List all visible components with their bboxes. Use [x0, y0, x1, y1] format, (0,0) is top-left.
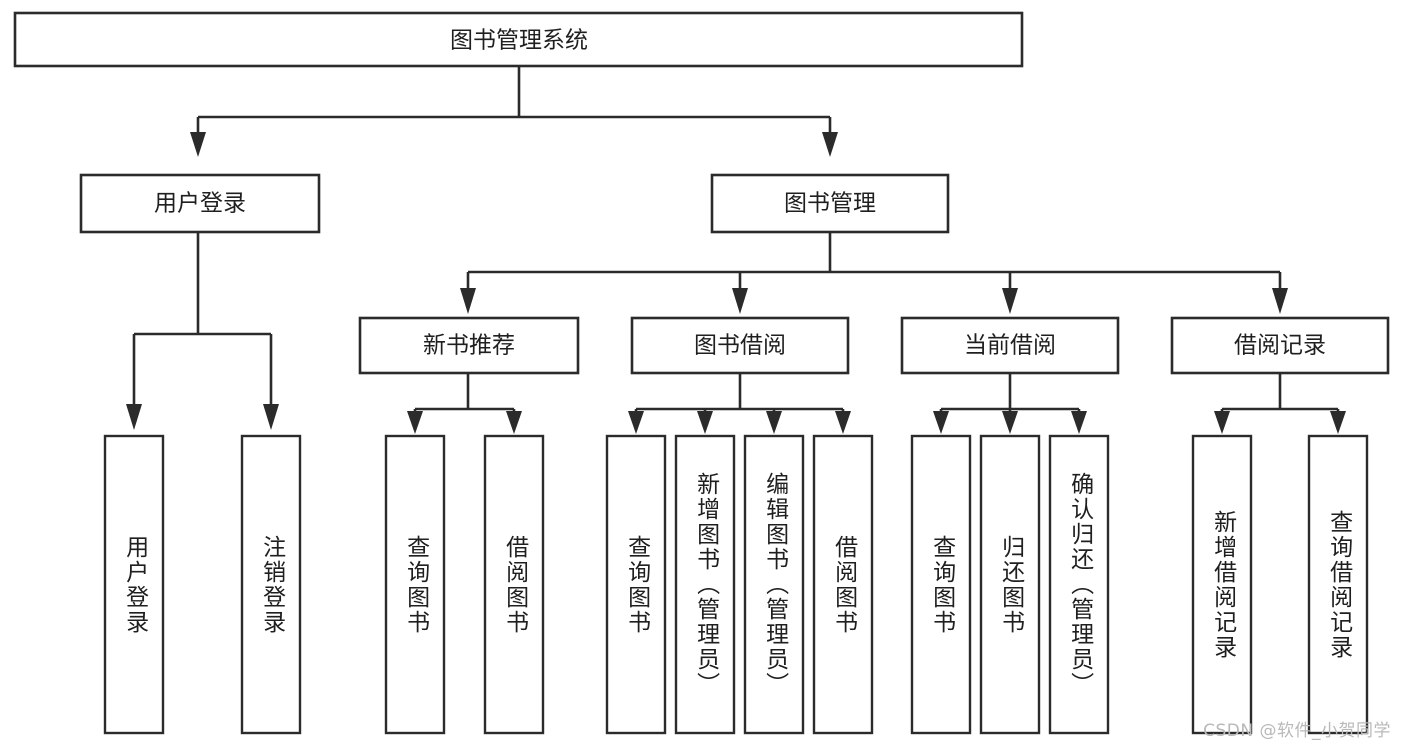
node-box-leaf-query-record[interactable]: [1307, 434, 1369, 735]
node-box-leaf-borrow-book-1[interactable]: [483, 434, 545, 735]
arrow-icon-leaf-add-record: [1214, 411, 1230, 434]
node-box-leaf-add-book[interactable]: [674, 434, 736, 735]
node-box-leaf-borrow-book-2[interactable]: [812, 434, 874, 735]
connector-group-root: [190, 66, 838, 157]
node-box-borrow-record[interactable]: [1170, 316, 1390, 375]
node-box-leaf-logout[interactable]: [240, 434, 302, 735]
node-label-user-login: 用户登录: [154, 191, 246, 217]
node-box-new-book-recommend[interactable]: [358, 316, 580, 375]
arrow-icon-leaf-logout: [263, 404, 279, 430]
arrow-icon-leaf-query-book-1: [407, 411, 423, 434]
node-box-user-login[interactable]: [79, 173, 321, 234]
node-box-leaf-query-book-1[interactable]: [384, 434, 446, 735]
node-label-book-management: 图书管理: [784, 191, 876, 217]
arrow-icon-leaf-query-book-3: [933, 411, 949, 434]
arrow-icon-book-management: [822, 132, 838, 157]
node-box-leaf-user-login[interactable]: [103, 434, 165, 735]
arrow-icon-leaf-borrow-book-1: [506, 411, 522, 434]
node-box-leaf-add-record[interactable]: [1191, 434, 1253, 735]
arrow-icon-current-borrow: [1002, 288, 1018, 314]
arrow-icon-leaf-confirm-return: [1071, 411, 1087, 434]
connector-group-book-management: [460, 232, 1288, 314]
arrow-icon-leaf-user-login: [126, 404, 142, 430]
arrow-icon-user-login: [190, 132, 206, 157]
arrow-icon-new-book-recommend: [460, 288, 476, 314]
arrow-icon-leaf-query-book-2: [628, 411, 644, 434]
arrow-icon-leaf-edit-book: [766, 411, 782, 434]
arrow-icon-leaf-borrow-book-2: [835, 411, 851, 434]
connector-group-current-borrow: [933, 373, 1087, 434]
connector-group-user-login: [126, 232, 279, 430]
connector-group-borrow-record: [1214, 373, 1346, 434]
arrow-icon-leaf-return-book: [1002, 411, 1018, 434]
arrow-icon-borrow-record: [1272, 288, 1288, 314]
node-box-leaf-edit-book[interactable]: [743, 434, 805, 735]
connector-group-new-book-recommend: [407, 373, 522, 434]
connector-group-book-borrow: [628, 373, 851, 434]
node-label-current-borrow: 当前借阅: [964, 333, 1056, 359]
node-box-leaf-return-book[interactable]: [979, 434, 1041, 735]
node-box-book-management[interactable]: [710, 173, 950, 234]
node-label-root: 图书管理系统: [450, 28, 588, 54]
node-label-new-book-recommend: 新书推荐: [423, 333, 515, 359]
watermark-text: CSDN @软件_小贺同学: [1203, 721, 1391, 741]
arrow-icon-book-borrow: [732, 288, 748, 314]
node-box-leaf-query-book-3[interactable]: [910, 434, 972, 735]
node-box-leaf-confirm-return[interactable]: [1048, 434, 1110, 735]
node-box-root[interactable]: [13, 11, 1024, 68]
node-label-book-borrow: 图书借阅: [694, 333, 786, 359]
arrow-icon-leaf-query-record: [1330, 411, 1346, 434]
node-label-borrow-record: 借阅记录: [1234, 333, 1326, 359]
node-box-current-borrow[interactable]: [900, 316, 1120, 375]
node-box-leaf-query-book-2[interactable]: [605, 434, 667, 735]
arrow-icon-leaf-add-book: [697, 411, 713, 434]
node-box-book-borrow[interactable]: [630, 316, 850, 375]
